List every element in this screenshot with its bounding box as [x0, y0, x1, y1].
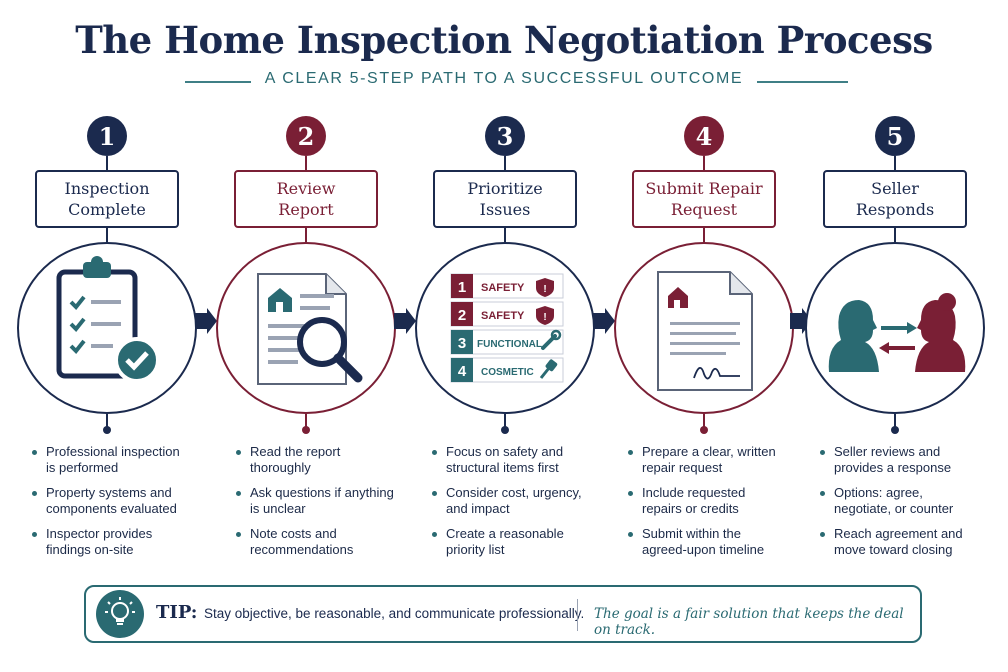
list-item: Note costs and recommendations	[236, 526, 396, 558]
arrow-right-icon	[195, 308, 217, 334]
step-illustration	[216, 242, 396, 414]
priority-row: 4 COSMETIC	[450, 357, 564, 383]
page-subtitle: A CLEAR 5-STEP PATH TO A SUCCESSFUL OUTC…	[160, 70, 848, 88]
step-2-bullets: Read the report thoroughly Ask questions…	[236, 444, 396, 567]
step-3-bullets: Focus on safety and structural items fir…	[432, 444, 592, 567]
connector	[504, 156, 506, 170]
svg-text:COSMETIC: COSMETIC	[481, 367, 534, 378]
connector-dot	[302, 426, 310, 434]
list-item: Seller reviews and provides a response	[820, 444, 980, 476]
priority-row: 1 SAFETY !	[450, 273, 564, 299]
list-item: Prepare a clear, written repair request	[628, 444, 788, 476]
arrow-right-icon	[593, 308, 615, 334]
connector	[703, 414, 705, 430]
connector	[894, 414, 896, 430]
svg-text:SAFETY: SAFETY	[481, 282, 525, 294]
svg-text:3: 3	[458, 335, 466, 352]
svg-text:!: !	[543, 312, 546, 323]
step-illustration: 1 SAFETY ! 2 SAFETY ! 3 FUNCTIONAL	[415, 242, 595, 414]
connector	[504, 414, 506, 430]
subtitle-rule-right	[748, 81, 848, 83]
step-number-badge: 2	[286, 116, 326, 156]
list-item: Focus on safety and structural items fir…	[432, 444, 592, 476]
tip-goal: The goal is a fair solution that keeps t…	[594, 606, 904, 638]
step-number-badge: 4	[684, 116, 724, 156]
step-number-badge: 5	[875, 116, 915, 156]
connector	[894, 156, 896, 170]
step-number-badge: 1	[87, 116, 127, 156]
step-label: Prioritize Issues	[433, 170, 577, 228]
connector	[106, 156, 108, 170]
connector	[504, 228, 506, 242]
list-item: Submit within the agreed-upon timeline	[628, 526, 788, 558]
subtitle-row: A CLEAR 5-STEP PATH TO A SUCCESSFUL OUTC…	[160, 70, 848, 94]
step-label: Inspection Complete	[35, 170, 179, 228]
connector	[703, 228, 705, 242]
step-4-bullets: Prepare a clear, written repair request …	[628, 444, 788, 567]
svg-text:2: 2	[458, 307, 466, 324]
list-item: Professional inspection is performed	[32, 444, 192, 476]
priority-row: 3 FUNCTIONAL	[450, 329, 564, 355]
shield-alert-icon	[536, 278, 554, 297]
step-1-bullets: Professional inspection is performed Pro…	[32, 444, 192, 567]
connector	[305, 156, 307, 170]
priority-row: 2 SAFETY !	[450, 301, 564, 327]
list-item: Inspector provides findings on-site	[32, 526, 192, 558]
step-illustration	[17, 242, 197, 414]
step-label: Seller Responds	[823, 170, 967, 228]
step-label: Review Report	[234, 170, 378, 228]
step-number-badge: 3	[485, 116, 525, 156]
connector-dot	[501, 426, 509, 434]
list-item: Reach agreement and move toward closing	[820, 526, 980, 558]
arrow-right-icon	[394, 308, 416, 334]
divider	[577, 599, 578, 631]
step-5-bullets: Seller reviews and provides a response O…	[820, 444, 980, 567]
shield-alert-icon	[536, 306, 554, 325]
svg-text:!: !	[543, 284, 546, 295]
step-label: Submit Repair Request	[632, 170, 776, 228]
step-illustration	[614, 242, 794, 414]
list-item: Ask questions if anything is unclear	[236, 485, 396, 517]
list-item: Read the report thoroughly	[236, 444, 396, 476]
connector	[106, 414, 108, 430]
connector-dot	[700, 426, 708, 434]
list-item: Create a reasonable priority list	[432, 526, 592, 558]
connector	[106, 228, 108, 242]
connector-dot	[891, 426, 899, 434]
tip-banner: TIP: Stay objective, be reasonable, and …	[84, 585, 922, 643]
wrench-icon	[541, 329, 562, 350]
list-item: Property systems and components evaluate…	[32, 485, 192, 517]
clipboard-checklist-icon	[56, 256, 160, 383]
connector	[894, 228, 896, 242]
two-people-exchange-icon	[828, 293, 966, 372]
paint-brush-icon	[539, 359, 558, 379]
svg-text:FUNCTIONAL: FUNCTIONAL	[477, 339, 542, 350]
connector-dot	[103, 426, 111, 434]
svg-text:SAFETY: SAFETY	[481, 310, 525, 322]
list-item: Include requested repairs or credits	[628, 485, 788, 517]
connector	[305, 228, 307, 242]
connector	[703, 156, 705, 170]
signed-document-icon	[657, 271, 753, 391]
page-title: The Home Inspection Negotiation Process	[75, 18, 933, 62]
report-magnifier-icon	[257, 273, 363, 385]
tip-label: TIP:	[156, 602, 198, 623]
svg-text:4: 4	[458, 363, 467, 380]
priority-list-icon: 1 SAFETY ! 2 SAFETY ! 3 FUNCTIONAL	[450, 273, 564, 383]
list-item: Options: agree, negotiate, or counter	[820, 485, 980, 517]
connector	[305, 414, 307, 430]
tip-text: Stay objective, be reasonable, and commu…	[204, 606, 585, 621]
step-illustration	[805, 242, 985, 414]
lightbulb-icon	[96, 590, 144, 638]
svg-text:1: 1	[458, 279, 466, 296]
list-item: Consider cost, urgency, and impact	[432, 485, 592, 517]
